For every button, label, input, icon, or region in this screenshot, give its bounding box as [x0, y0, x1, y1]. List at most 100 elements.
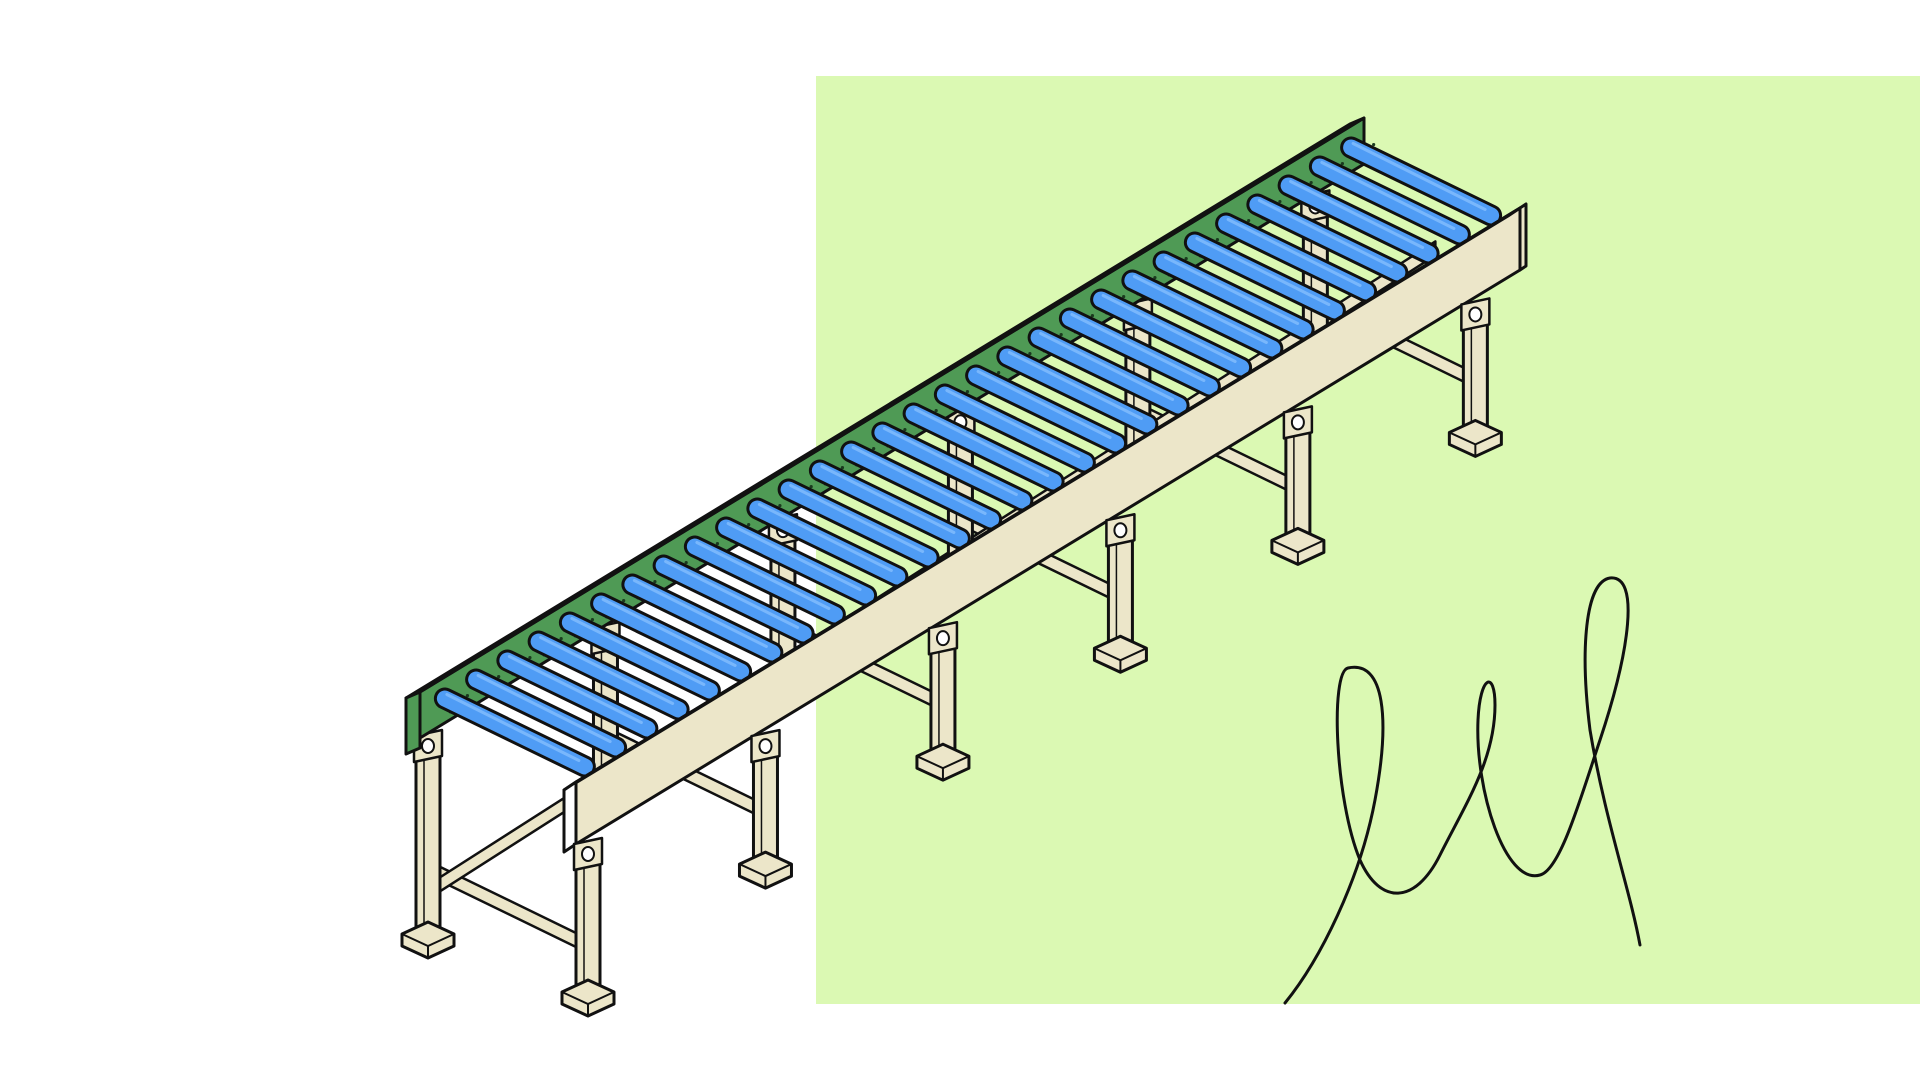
- back-leg: [400, 728, 456, 960]
- roller: [1090, 288, 1253, 379]
- bolt-icon: [581, 846, 595, 862]
- bolt-icon: [421, 738, 435, 754]
- scribble-signature: [1283, 576, 1642, 1005]
- plate-hole: [840, 465, 845, 470]
- roller: [746, 497, 909, 588]
- roller-body: [1280, 177, 1437, 262]
- roller-body: [874, 424, 1031, 509]
- roller-body: [436, 690, 593, 775]
- roller-body: [499, 652, 656, 737]
- roller-body: [999, 348, 1156, 433]
- roller-body: [1124, 272, 1281, 357]
- roller: [433, 687, 596, 778]
- roller-highlight: [1164, 255, 1300, 325]
- plate-hole: [1309, 180, 1313, 185]
- roller-highlight: [757, 503, 893, 573]
- roller-body: [905, 405, 1062, 490]
- bolt-icon: [1113, 522, 1128, 539]
- plate-hole: [1372, 142, 1376, 147]
- roller-body: [593, 595, 750, 680]
- roller: [1277, 174, 1440, 265]
- roller: [527, 630, 690, 721]
- roller-body: [936, 386, 1093, 471]
- roller-body: [811, 462, 968, 547]
- plate-hole: [809, 484, 813, 489]
- roller: [1121, 269, 1284, 360]
- roller: [1246, 193, 1409, 284]
- roller-highlight: [976, 369, 1112, 439]
- leg-foot: [1270, 526, 1326, 566]
- roller: [558, 611, 721, 702]
- plate-hole: [872, 446, 876, 451]
- roller-highlight: [632, 579, 768, 649]
- plate-hole: [653, 579, 657, 584]
- roller-highlight: [1257, 198, 1393, 268]
- far-plate-end: [404, 690, 422, 756]
- plate-hole: [1059, 332, 1063, 337]
- leg-foot: [915, 742, 971, 782]
- roller-highlight: [851, 446, 987, 516]
- roller-body: [624, 576, 781, 661]
- roller: [652, 554, 815, 645]
- roller-body: [1155, 253, 1312, 338]
- roller-body: [1218, 215, 1375, 300]
- roller: [496, 649, 659, 740]
- roller-highlight: [882, 427, 1018, 497]
- roller: [1340, 136, 1503, 227]
- roller-highlight: [539, 636, 675, 706]
- bolt-icon: [758, 738, 773, 755]
- roller: [621, 573, 784, 664]
- plate-hole: [528, 655, 532, 660]
- plate-hole: [1184, 256, 1188, 261]
- roller-highlight: [789, 484, 925, 554]
- leg-foot: [1092, 634, 1148, 674]
- roller-highlight: [1289, 179, 1425, 249]
- roller-highlight: [664, 560, 800, 630]
- roller-body: [1249, 196, 1406, 281]
- roller-highlight: [1351, 141, 1487, 211]
- roller-highlight: [570, 617, 706, 687]
- plate-hole: [1215, 237, 1220, 242]
- roller-highlight: [1101, 293, 1237, 363]
- leg-foot: [737, 850, 793, 890]
- roller: [808, 459, 971, 550]
- roller-highlight: [1039, 331, 1175, 401]
- conveyor-near-side-rail: [562, 202, 1528, 854]
- roller-highlight: [945, 388, 1081, 458]
- roller-highlight: [1007, 350, 1143, 420]
- leg-foot: [560, 978, 616, 1018]
- plate-hole: [559, 636, 563, 641]
- roller-highlight: [914, 407, 1050, 477]
- plate-hole: [715, 541, 720, 546]
- roller-highlight: [820, 465, 956, 535]
- roller-highlight: [1195, 236, 1331, 306]
- plate-hole: [747, 522, 751, 527]
- roller-body: [1061, 310, 1218, 395]
- leg-foot: [400, 920, 456, 960]
- roller: [996, 345, 1159, 436]
- roller-body: [1343, 139, 1500, 224]
- front-leg: [1447, 297, 1503, 458]
- roller-highlight: [1132, 274, 1268, 344]
- roller: [1152, 250, 1315, 341]
- bolt-icon: [1290, 414, 1305, 431]
- roller-highlight: [507, 655, 643, 725]
- plate-hole: [1340, 161, 1345, 166]
- roller: [902, 402, 1065, 493]
- plate-hole: [778, 503, 782, 508]
- plate-hole: [934, 408, 938, 413]
- roller-highlight: [695, 541, 831, 611]
- roller: [1027, 326, 1190, 417]
- plate-hole: [684, 560, 688, 565]
- roller-highlight: [726, 522, 862, 592]
- roller-body: [843, 443, 1000, 528]
- roller: [590, 592, 753, 683]
- front-leg: [560, 836, 616, 1018]
- conveyor-rollers: [433, 136, 1503, 778]
- roller-highlight: [601, 598, 737, 668]
- plate-hole: [590, 617, 595, 622]
- plate-hole: [1247, 218, 1251, 223]
- roller-body: [1093, 291, 1250, 376]
